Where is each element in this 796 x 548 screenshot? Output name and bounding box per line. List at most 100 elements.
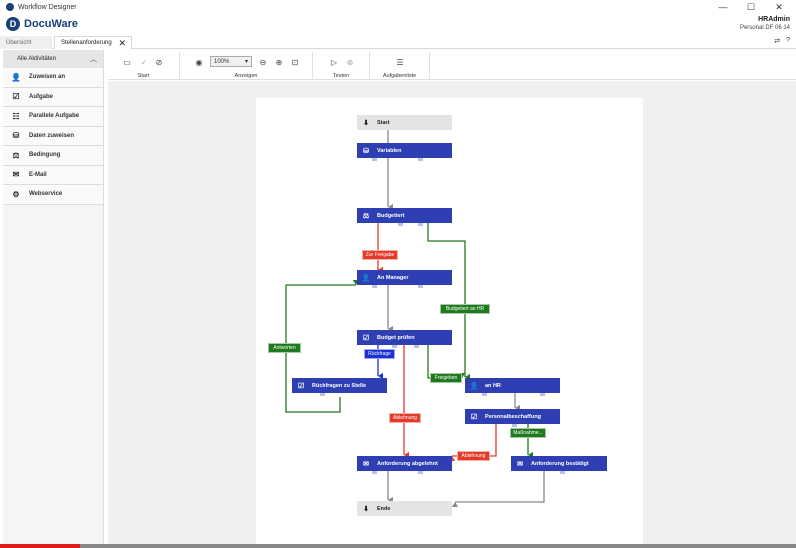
activities-panel: Alle Aktivitäten ︿ 👤Zuweisen an ☑ Aufgabe… (3, 50, 104, 544)
node-variablen[interactable]: ⛁ Variablen (357, 143, 452, 158)
tab-overview[interactable]: Übersicht (0, 36, 52, 49)
edge-label-antworten[interactable]: Antworten (268, 343, 301, 353)
node-ende-label: Ende (377, 505, 391, 512)
assign-data-icon: ⛁ (363, 147, 369, 155)
node-port[interactable] (418, 471, 423, 474)
app-header: D DocuWare HRAdmin Personal DF 06 14 (0, 14, 796, 36)
activity-label: Aufgabe (29, 93, 53, 100)
edge-label-rueckfrage[interactable]: Rückfrage (364, 349, 395, 359)
node-port[interactable] (540, 393, 545, 396)
node-rueckfragen[interactable]: ☑Rückfragen zu Stelle (292, 378, 387, 393)
edge-label-zur-freigabe[interactable]: Zur Freigabe (362, 250, 398, 260)
edge-label-massnahme[interactable]: Maßnahme... (510, 428, 546, 438)
help-icon[interactable]: ? (786, 37, 790, 44)
node-budgetiert-label: Budgetiert (377, 212, 405, 219)
zoom-select[interactable]: 100%▾ (210, 56, 252, 67)
node-rueckfragen-label: Rückfragen zu Stelle (312, 382, 367, 389)
node-start-label: Start (377, 119, 390, 126)
node-budget-pruefen[interactable]: ☑Budget prüfen (357, 330, 452, 345)
stop-icon[interactable]: ⊗ (346, 57, 354, 67)
logo-text: DocuWare (24, 18, 78, 30)
task-icon: ☑ (362, 334, 370, 342)
node-port[interactable] (482, 393, 487, 396)
node-an-manager[interactable]: 👤An Manager (357, 270, 452, 285)
node-variablen-label: Variablen (377, 147, 402, 154)
node-port[interactable] (320, 393, 325, 396)
node-abgelehnt[interactable]: ✉Anforderung abgelehnt (357, 456, 452, 471)
node-budgetiert[interactable]: ⚖ Budgetiert (357, 208, 452, 223)
edge-label-freigeben[interactable]: Freigeben (430, 373, 462, 383)
email-icon: ✉ (517, 460, 523, 468)
properties-icon[interactable]: ▭ (123, 57, 131, 67)
close-tab-icon[interactable]: ✕ (118, 38, 126, 48)
activities-header-label: Alle Aktivitäten (17, 56, 57, 62)
edge-label-budgetiert-an-hr[interactable]: Budgetiert an HR (440, 304, 490, 314)
close-window-button[interactable]: ✕ (775, 1, 783, 12)
activity-task[interactable]: ☑ Aufgabe (3, 87, 103, 107)
video-progress-bar[interactable] (0, 544, 796, 548)
play-icon[interactable]: ▷ (330, 57, 338, 67)
condition-icon: ⚖ (12, 150, 20, 160)
app-icon (6, 3, 14, 11)
node-port[interactable] (398, 223, 403, 226)
activity-webservice[interactable]: ⚙Webservice (3, 185, 103, 205)
node-port[interactable] (372, 158, 377, 161)
maximize-button[interactable]: ☐ (746, 1, 756, 12)
node-port[interactable] (418, 223, 423, 226)
edge-label-ablehnung[interactable]: Ablehnung (389, 413, 421, 423)
node-port[interactable] (392, 345, 397, 348)
assign-user-icon: 👤 (361, 274, 371, 282)
zoom-out-icon[interactable]: ⊖ (259, 57, 267, 67)
ribbon-group-tasklist: ☰ Aufgabenliste (370, 52, 430, 80)
tab-bar: Übersicht Stellenanforderung ✕ ⇄ ? (0, 36, 796, 49)
email-icon: ✉ (12, 170, 20, 180)
title-bar: Workflow Designer — ☐ ✕ (0, 0, 796, 14)
activity-parallel-task[interactable]: ☷Parallele Aufgabe (3, 107, 103, 127)
activity-label: Zuweisen an (29, 74, 66, 81)
node-start[interactable]: ⬇Start (357, 115, 452, 130)
window-title: Workflow Designer (18, 3, 77, 11)
validate-icon[interactable]: ✓ (140, 57, 148, 67)
email-icon: ✉ (363, 460, 369, 468)
edge-label-ablehnung-2[interactable]: Ablehnung (457, 451, 490, 461)
node-port[interactable] (418, 285, 423, 288)
node-bestaetigt[interactable]: ✉Anforderung bestätigt (511, 456, 607, 471)
chevron-down-icon: ▾ (244, 59, 248, 65)
zoom-in-icon[interactable]: ⊕ (275, 57, 283, 67)
task-icon: ☑ (12, 92, 20, 102)
node-port[interactable] (414, 345, 419, 348)
assign-user-icon: 👤 (469, 382, 479, 390)
parallel-task-icon: ☷ (12, 111, 20, 121)
video-progress-fill (0, 544, 80, 548)
tab-stellenanforderung-label: Stellenanforderung (61, 40, 112, 46)
tab-stellenanforderung[interactable]: Stellenanforderung ✕ (54, 36, 132, 49)
activity-condition[interactable]: ⚖Bedingung (3, 146, 103, 166)
activity-label: E-Mail (29, 171, 47, 178)
chevron-up-icon[interactable]: ︿ (90, 56, 97, 63)
node-port[interactable] (512, 424, 517, 427)
task-icon: ☑ (470, 413, 478, 421)
disable-icon[interactable]: ⊘ (155, 57, 163, 67)
ribbon-group-view: ◉ 100%▾ ⊖ ⊕ ⊡ Anzeigen (180, 52, 313, 80)
minimize-button[interactable]: — (718, 2, 728, 12)
node-port[interactable] (418, 158, 423, 161)
activity-assign[interactable]: 👤Zuweisen an (3, 68, 103, 88)
task-list-icon[interactable]: ☰ (396, 57, 404, 67)
node-port[interactable] (372, 285, 377, 288)
ribbon-group-test: ▷ ⊗ Testen (313, 52, 370, 80)
condition-icon: ⚖ (362, 212, 370, 220)
activity-assign-data[interactable]: ⛁Daten zuweisen (3, 126, 103, 146)
node-port[interactable] (372, 471, 377, 474)
node-personalbeschaffung[interactable]: ☑Personalbeschaffung (465, 409, 560, 424)
visibility-icon[interactable]: ◉ (195, 57, 203, 67)
fit-to-screen-icon[interactable]: ⊡ (291, 57, 299, 67)
node-port[interactable] (560, 471, 565, 474)
user-name[interactable]: HRAdmin (758, 16, 790, 23)
docuware-logo-icon: D (6, 17, 20, 31)
activities-header[interactable]: Alle Aktivitäten ︿ (3, 50, 103, 68)
swap-icon[interactable]: ⇄ (774, 38, 781, 45)
activity-email[interactable]: ✉ E-Mail (3, 165, 103, 185)
node-an-hr[interactable]: 👤an HR (465, 378, 560, 393)
node-ende[interactable]: ⬇Ende (357, 501, 452, 516)
